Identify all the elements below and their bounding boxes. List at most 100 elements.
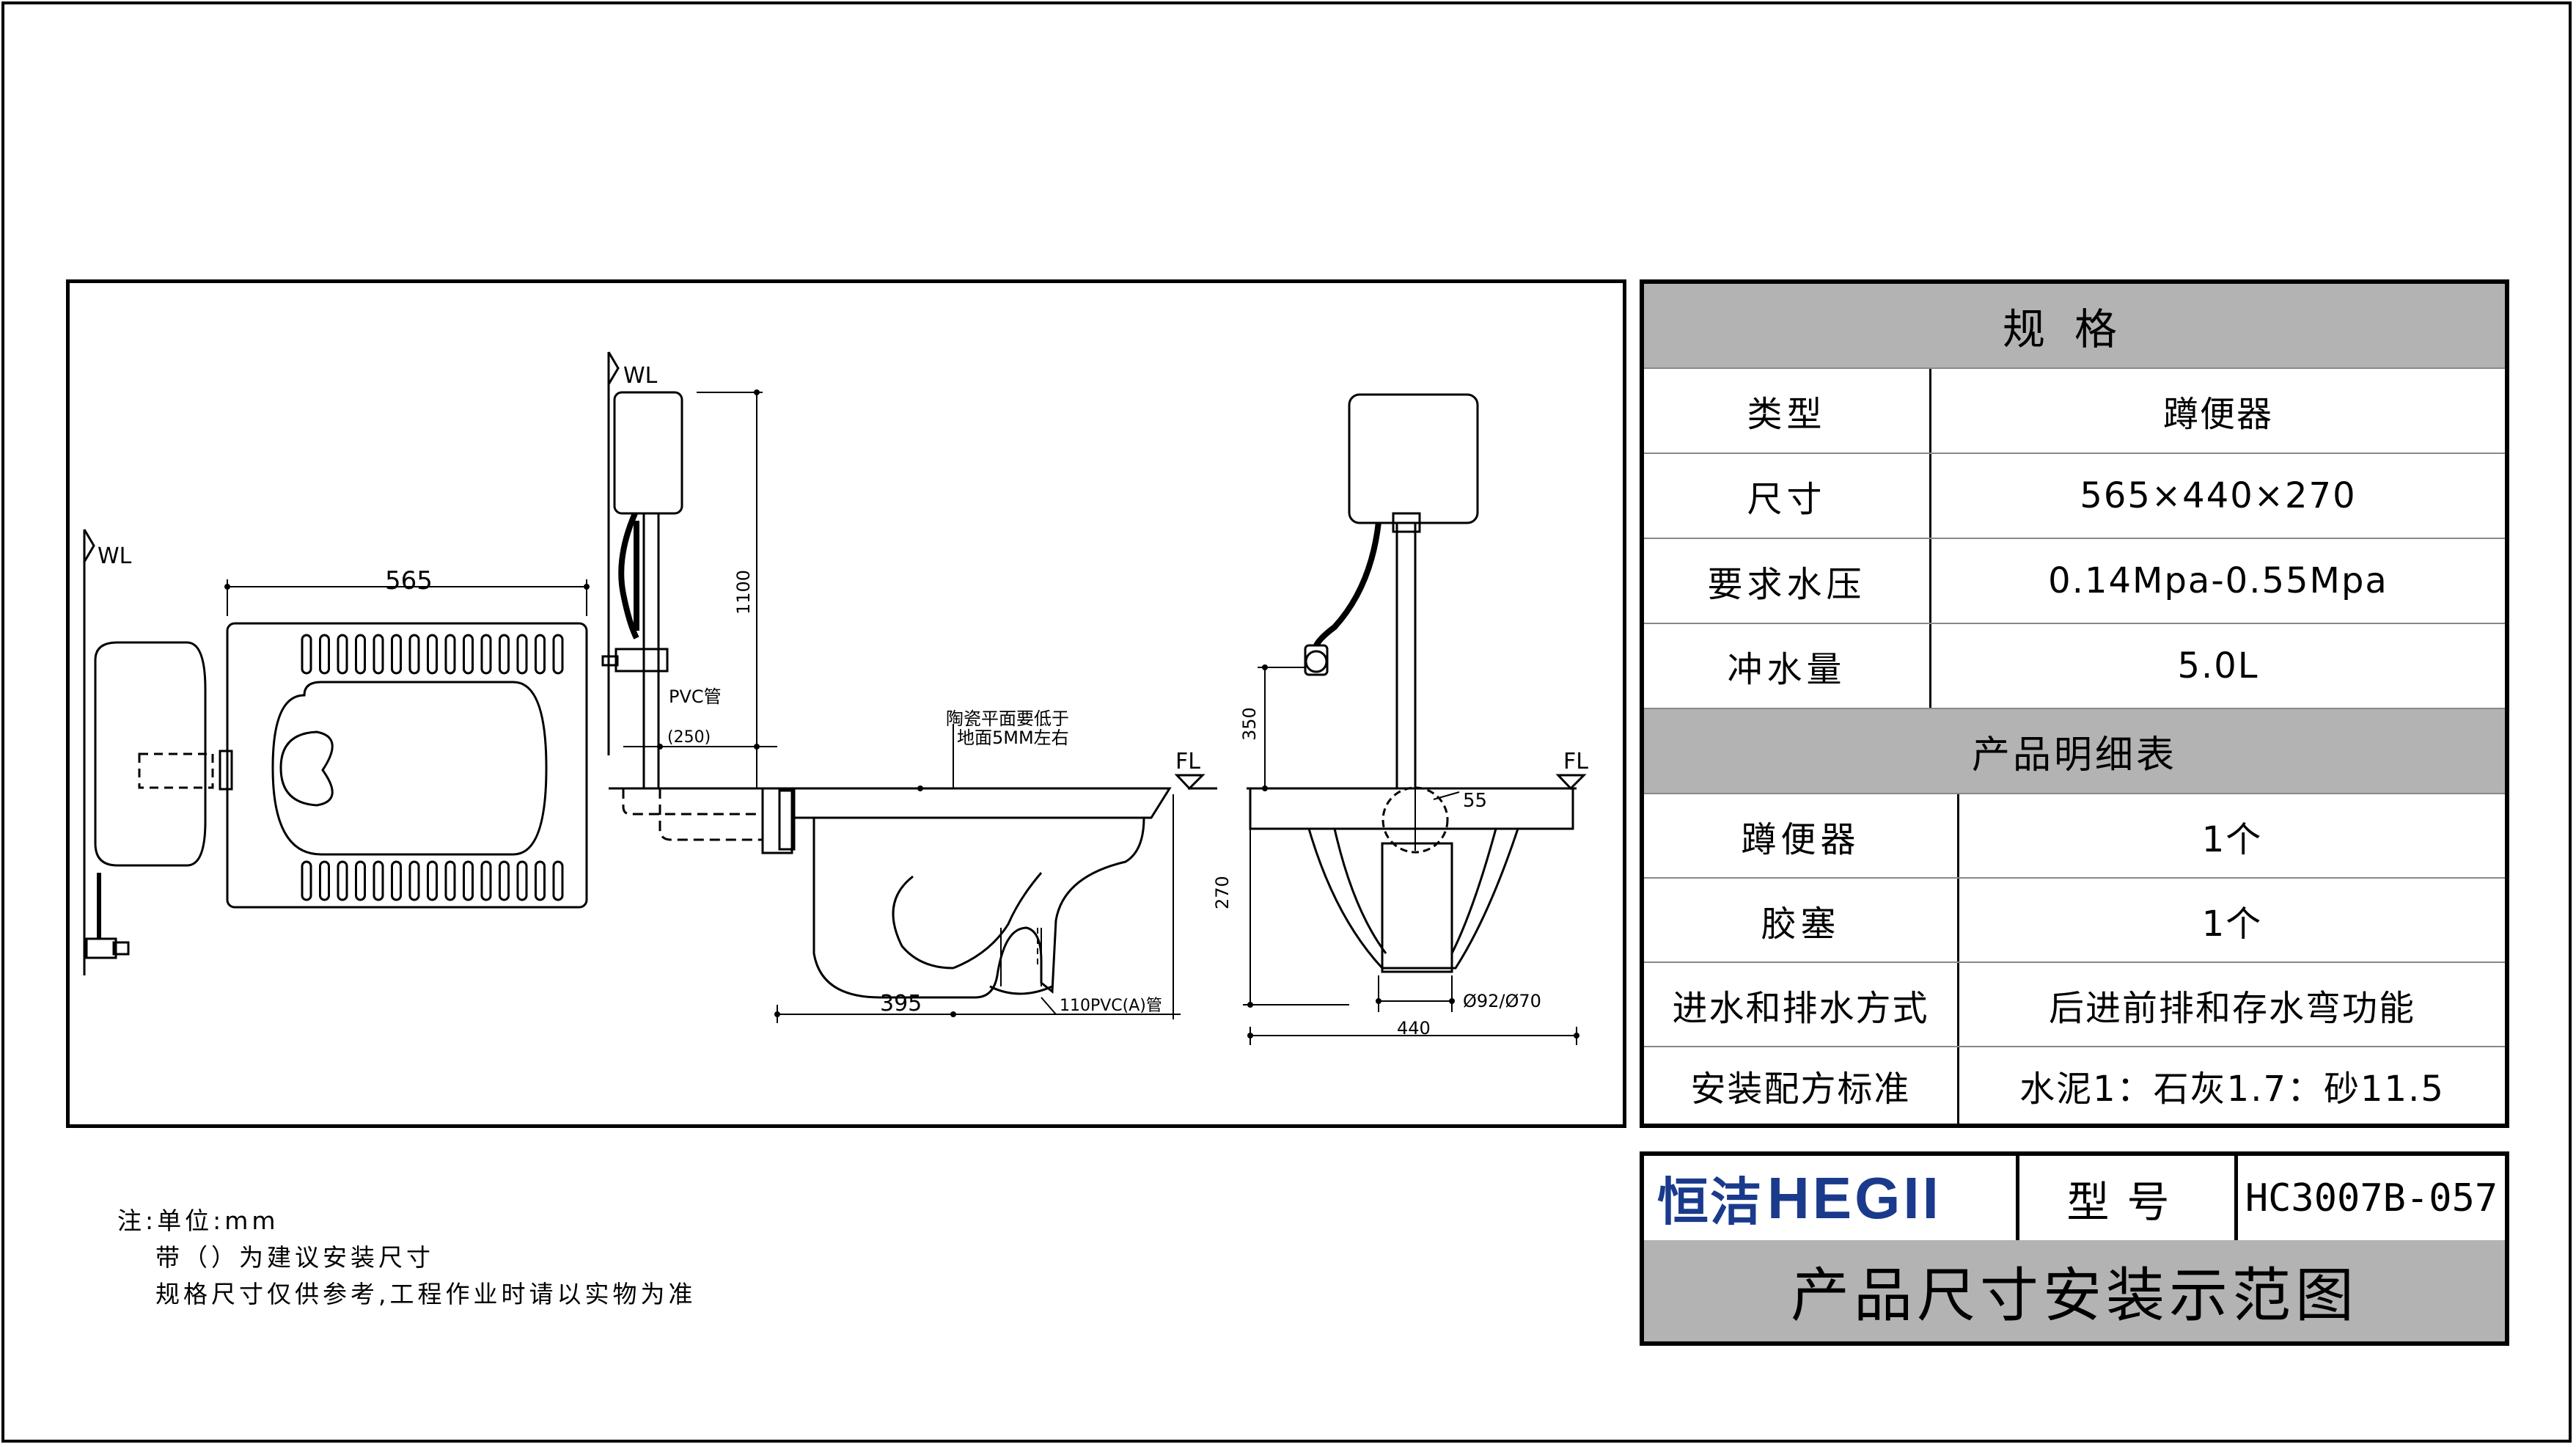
tread-rib (337, 860, 348, 901)
drawing-title: 产品尺寸安装示范图 (1644, 1240, 2505, 1341)
floor-note-line2: 地面5MM左右 (957, 728, 1069, 748)
title-block: 恒洁 HEGII 型号 HC3007B-057 产品尺寸安装示范图 (1640, 1151, 2509, 1346)
spec-label: 要求水压 (1644, 539, 1931, 623)
tread-rib (301, 634, 312, 675)
dim-inlet-height-label: 350 (1239, 707, 1260, 741)
detail-value: 后进前排和存水弯功能 (2048, 987, 2415, 1029)
tread-rib (408, 860, 420, 901)
spec-value: 0.14Mpa-0.55Mpa (2048, 560, 2388, 601)
detail-row: 进水和排水方式 后进前排和存水弯功能 (1644, 963, 2505, 1047)
dim-inlet-offset-label: (250) (667, 728, 711, 747)
spec-row: 类型 蹲便器 (1644, 369, 2505, 454)
front-view-dims (1243, 667, 1587, 1045)
detail-value: 1个 (2201, 818, 2263, 860)
detail-header: 产品明细表 (1644, 709, 2505, 794)
detail-label: 蹲便器 (1644, 794, 1959, 877)
dim-drain-setback-label: 395 (880, 991, 922, 1016)
tread-rib (373, 860, 384, 901)
spec-header-text: 规格 (2002, 304, 2146, 354)
tread-rib (535, 634, 546, 675)
spec-label: 冲水量 (1644, 624, 1931, 708)
detail-value: 1个 (2201, 903, 2263, 945)
spec-value: 5.0L (2177, 645, 2259, 686)
tread-rib (444, 634, 456, 675)
wl-label-side: WL (623, 363, 658, 389)
pvc-pipe-label: PVC管 (669, 686, 722, 707)
tread-rib (552, 634, 564, 675)
detail-row: 胶塞 1个 (1644, 879, 2505, 963)
spec-value: 565×440×270 (2080, 475, 2357, 516)
tread-rib (408, 634, 420, 675)
tread-rib (355, 634, 366, 675)
model-number: HC3007B-057 (2245, 1176, 2498, 1220)
dim-tank-height-label: 1100 (733, 570, 754, 615)
front-view (1247, 393, 1577, 973)
brand-name-cn: 恒洁 (1657, 1172, 1763, 1232)
side-view (601, 352, 1172, 999)
floor-note-line1: 陶瓷平面要低于 (946, 708, 1069, 729)
wl-marker-plan (83, 529, 95, 563)
notes: 注:单位:mm 带（）为建议安装尺寸 规格尺寸仅供参考,工程作业时请以实物为准 (117, 1203, 697, 1313)
spec-row: 要求水压 0.14Mpa-0.55Mpa (1644, 539, 2505, 624)
tread-rib (355, 860, 366, 901)
fl-label-front: FL (1563, 749, 1588, 774)
title-block-top: 恒洁 HEGII 型号 HC3007B-057 (1644, 1156, 2505, 1244)
dim-depth-label: 270 (1212, 876, 1233, 909)
note-line: 注:单位:mm (117, 1206, 279, 1235)
tread-rib (444, 860, 456, 901)
tread-rib (535, 860, 546, 901)
spec-value: 蹲便器 (2162, 394, 2273, 435)
dimension-dots (224, 389, 1579, 1038)
tread-rib (391, 860, 402, 901)
detail-header-text: 产品明细表 (1971, 733, 2177, 777)
tread-rib (516, 860, 528, 901)
tread-rib (499, 860, 510, 901)
drawing-border (66, 279, 1626, 1128)
tread-rib (480, 860, 492, 901)
tread-ribs-bottom (301, 860, 564, 901)
tread-rib (463, 860, 474, 901)
tread-rib (552, 860, 564, 901)
spec-row: 冲水量 5.0L (1644, 624, 2505, 709)
tread-rib (373, 634, 384, 675)
side-view-dims (623, 392, 1217, 1023)
model-label: 型号 (2019, 1156, 2238, 1240)
detail-value: 水泥1：石灰1.7：砂11.5 (2019, 1069, 2445, 1110)
dim-pipe-dia-label: Ø92/Ø70 (1463, 991, 1541, 1011)
tread-rib (319, 634, 330, 675)
drain-pipe-label: 110PVC(A)管 (1060, 997, 1162, 1015)
tread-rib (301, 860, 312, 901)
dim-width-label: 440 (1397, 1018, 1431, 1038)
tread-ribs-top (301, 634, 564, 675)
tread-rib (499, 634, 510, 675)
detail-label: 安装配方标准 (1644, 1047, 1959, 1124)
dim-length-label: 565 (385, 566, 433, 596)
detail-row: 安装配方标准 水泥1：石灰1.7：砂11.5 (1644, 1047, 2505, 1124)
detail-label: 胶塞 (1644, 879, 1959, 961)
spec-label: 类型 (1644, 369, 1931, 453)
wl-label-plan: WL (98, 543, 132, 569)
spec-row: 尺寸 565×440×270 (1644, 454, 2505, 539)
tread-rib (391, 634, 402, 675)
wl-marker-side (607, 351, 620, 385)
tread-rib (337, 634, 348, 675)
dim-outlet-dia-label: 55 (1463, 790, 1487, 812)
tread-rib (480, 634, 492, 675)
brand-logo: 恒洁 HEGII (1644, 1156, 2019, 1240)
note-line: 带（）为建议安装尺寸 (155, 1243, 434, 1272)
tread-rib (427, 634, 438, 675)
spec-label: 尺寸 (1644, 454, 1931, 538)
tread-rib (516, 634, 528, 675)
tread-rib (463, 634, 474, 675)
detail-label: 进水和排水方式 (1644, 963, 1959, 1046)
spec-table: 规格 类型 蹲便器 尺寸 565×440×270 要求水压 0.14Mpa-0.… (1640, 279, 2509, 1128)
detail-row: 蹲便器 1个 (1644, 794, 2505, 879)
tread-rib (319, 860, 330, 901)
spec-header: 规格 (1644, 284, 2505, 369)
note-line: 规格尺寸仅供参考,工程作业时请以实物为准 (155, 1280, 697, 1308)
plan-view (83, 530, 588, 975)
tread-rib (427, 860, 438, 901)
fl-label-side: FL (1175, 749, 1200, 774)
